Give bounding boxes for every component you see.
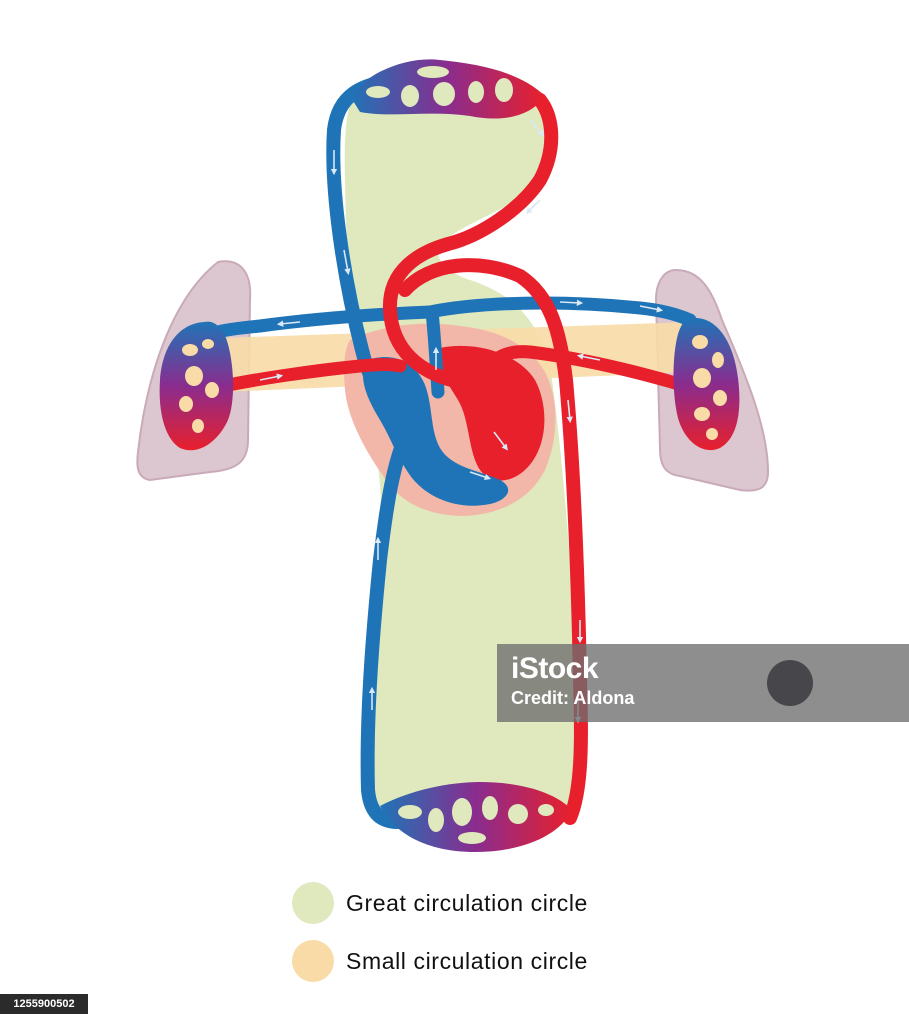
legend-label-great: Great circulation circle bbox=[346, 889, 588, 916]
pulmonary-vein-left bbox=[207, 358, 407, 395]
heart-right-side bbox=[363, 357, 509, 506]
capillary-left-lung-islands bbox=[179, 339, 219, 433]
watermark-banner: iStock Credit: Aldona bbox=[497, 644, 909, 722]
aorta bbox=[382, 93, 559, 389]
watermark-brand: iStock bbox=[511, 652, 599, 685]
image-id-tag: 1255900502 bbox=[0, 994, 88, 1014]
flow-arrows bbox=[259, 119, 664, 724]
capillary-bottom-islands bbox=[398, 796, 554, 844]
capillary-bed-left-lung bbox=[159, 321, 234, 451]
inferior-vena-cava bbox=[360, 433, 411, 829]
watermark-logo-icon bbox=[767, 660, 813, 706]
legend-swatch-small bbox=[292, 940, 334, 982]
pulmonary-vein-right bbox=[479, 345, 699, 395]
capillary-top-islands bbox=[366, 66, 513, 107]
pulmonary-artery-right bbox=[423, 296, 697, 327]
legend-great: Great circulation circle bbox=[292, 881, 588, 925]
superior-vena-cava bbox=[326, 73, 409, 433]
legend-label-small: Small circulation circle bbox=[346, 947, 588, 974]
legend-small: Small circulation circle bbox=[292, 939, 588, 983]
watermark-credit: Credit: Aldona bbox=[511, 688, 635, 708]
capillary-right-lung-islands bbox=[692, 335, 727, 440]
legend-swatch-great bbox=[292, 882, 334, 924]
capillary-bed-bottom bbox=[380, 782, 572, 852]
